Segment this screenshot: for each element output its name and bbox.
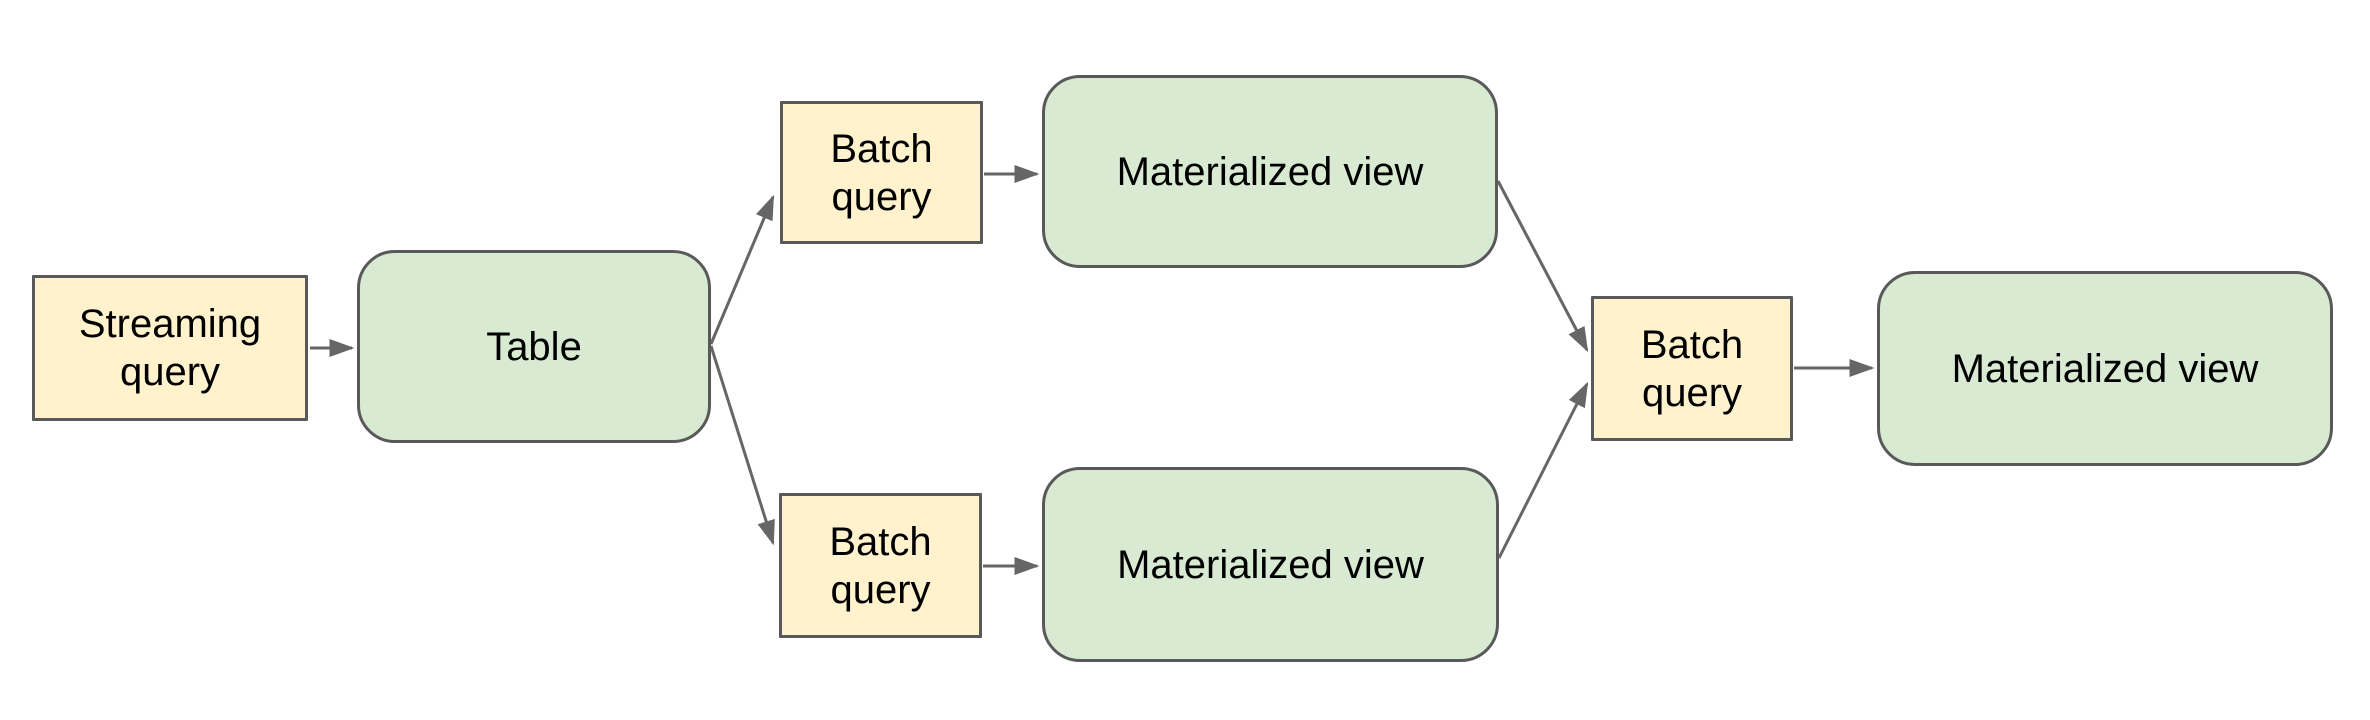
node-label: Materialized view bbox=[1117, 542, 1424, 587]
node-batch-query-top: Batch query bbox=[780, 101, 983, 244]
node-batch-query-bottom: Batch query bbox=[779, 493, 982, 638]
node-streaming-query: Streaming query bbox=[32, 275, 308, 421]
node-label: Materialized view bbox=[1116, 149, 1424, 194]
edge-materialized-view-top-to-batch-query-right bbox=[1496, 180, 1589, 353]
edge-table-to-batch-query-bottom bbox=[709, 345, 775, 546]
node-label: Materialized view bbox=[1951, 346, 2259, 391]
node-table: Table bbox=[357, 250, 711, 443]
node-label: Table bbox=[486, 324, 582, 369]
node-label: Batch query bbox=[830, 126, 933, 219]
edge-table-to-batch-query-top bbox=[709, 194, 775, 345]
node-materialized-view-right: Materialized view bbox=[1877, 271, 2333, 466]
node-label: Streaming query bbox=[78, 302, 262, 394]
node-batch-query-right: Batch query bbox=[1591, 296, 1793, 441]
node-label: Batch query bbox=[1640, 322, 1744, 415]
node-materialized-view-top: Materialized view bbox=[1042, 75, 1498, 268]
node-materialized-view-bottom: Materialized view bbox=[1042, 467, 1499, 662]
node-label: Batch query bbox=[829, 519, 932, 612]
edge-materialized-view-bottom-to-batch-query-right bbox=[1497, 381, 1589, 559]
